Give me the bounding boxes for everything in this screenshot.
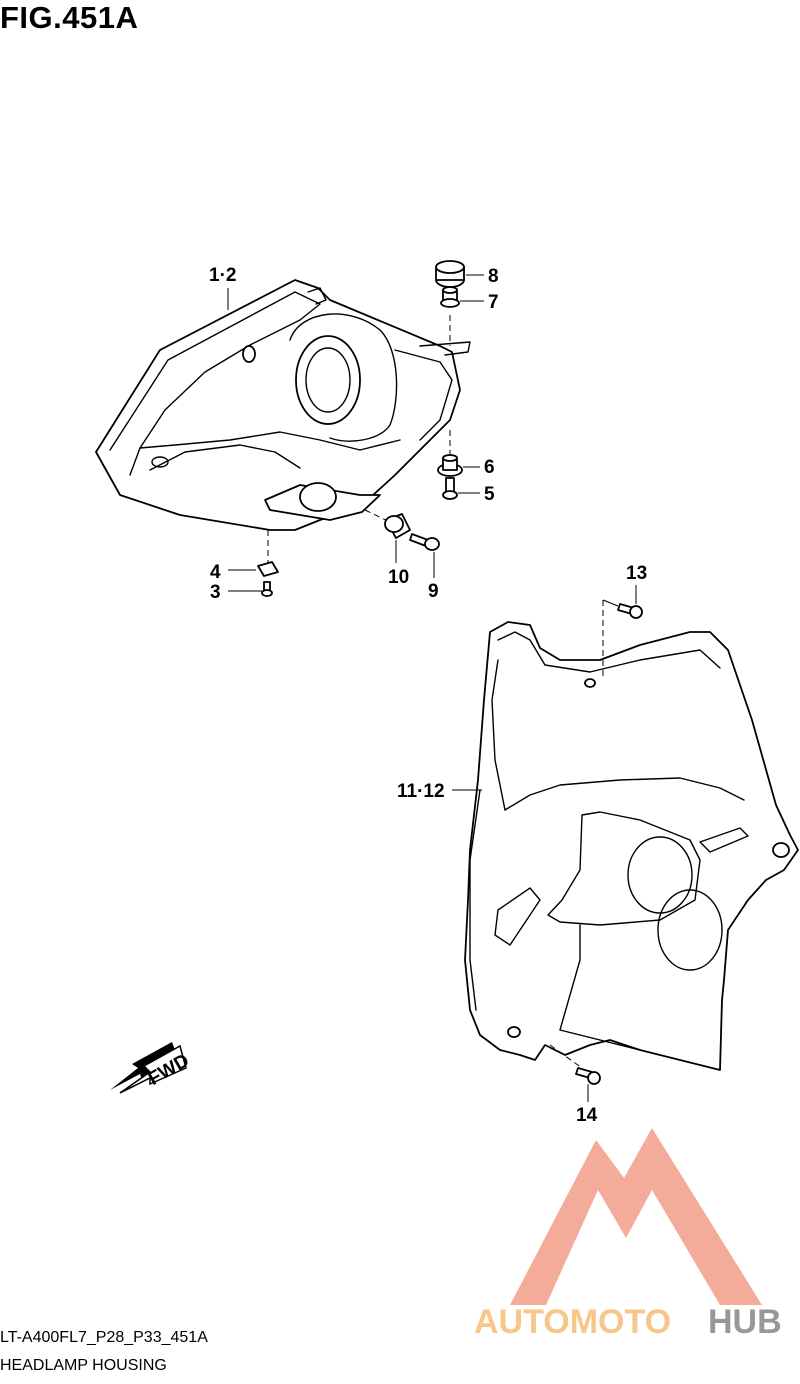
- part-13-bolt: [617, 603, 643, 619]
- callout-10: 10: [388, 567, 409, 588]
- footer-figure-code: LT-A400FL7_P28_P33_451A: [0, 1329, 208, 1346]
- watermark-text-hub: HUB: [708, 1303, 782, 1341]
- lamp-opening-inner: [305, 347, 351, 413]
- inner-cover-bottom-fold: [559, 924, 641, 1051]
- callout-5: 5: [484, 484, 495, 505]
- housing-hole-left: [242, 345, 256, 363]
- housing-inner-edge: [139, 431, 401, 451]
- fwd-arrow-outline: [119, 1044, 187, 1094]
- part-6-nut: [437, 454, 463, 477]
- housing-side-panel: [394, 349, 453, 441]
- hardware-parts: [257, 260, 643, 1085]
- callout-13: 13: [626, 563, 647, 584]
- part-9-bolt: [409, 533, 440, 551]
- inner-cover-lower-cutout: [657, 889, 723, 971]
- callout-14: 14: [576, 1105, 598, 1126]
- headlamp-housing-upper: [95, 279, 471, 565]
- watermark-text-automoto: AUTOMOTO: [474, 1303, 671, 1341]
- grommet-boss: [299, 482, 337, 512]
- inner-cover-edge-detail: [469, 789, 481, 1011]
- footer-figure-name: HEADLAMP HOUSING: [0, 1357, 167, 1374]
- leader-14: [549, 1044, 583, 1069]
- housing-slot: [151, 456, 169, 468]
- housing-rim: [109, 291, 321, 476]
- fwd-arrow: FWD: [110, 1042, 193, 1094]
- inner-cover-tab-left: [494, 887, 541, 946]
- inner-cover-recess: [547, 811, 701, 926]
- callout-labels: 1·2 8 7 6 5 4 3 10 9 13 11·12 14: [209, 265, 647, 1126]
- housing-bracket-front: [149, 444, 301, 471]
- part-14-bolt: [575, 1067, 601, 1085]
- part-4-clip-nut: [257, 561, 279, 577]
- part-5-bolt: [442, 477, 458, 500]
- inner-cover-hole-right: [772, 842, 790, 858]
- housing-outline: [95, 279, 461, 531]
- callout-8: 8: [488, 266, 499, 287]
- callout-3: 3: [210, 582, 221, 603]
- inner-cover-mid-ledge: [504, 777, 745, 811]
- part-7-collar: [440, 286, 460, 308]
- callout-4: 4: [210, 562, 221, 583]
- inner-cover-tab-right: [699, 827, 749, 853]
- lamp-barrel: [289, 313, 398, 442]
- callout-1-2: 1·2: [209, 265, 236, 286]
- callout-9: 9: [428, 581, 439, 602]
- inner-cover-hole-top: [584, 678, 596, 688]
- callout-7: 7: [488, 292, 499, 313]
- leader-13-tip: [602, 599, 619, 607]
- mount-bracket-right: [419, 341, 471, 356]
- inner-cover-panel: [464, 599, 799, 1071]
- inner-cover-vertical-left: [491, 659, 506, 811]
- inner-cover-round-cutout: [627, 836, 693, 914]
- part-10-grommet: [384, 513, 411, 539]
- part-3-screw: [261, 581, 273, 597]
- watermark-inner-cut: [600, 1240, 674, 1305]
- inner-cover-outline: [464, 621, 799, 1071]
- callout-6: 6: [484, 457, 495, 478]
- inner-cover-upper-rim: [497, 631, 721, 673]
- figure-title: FIG.451A: [0, 0, 139, 35]
- watermark-mountain-shape: [510, 1128, 762, 1305]
- part-8-grommet: [435, 260, 465, 288]
- watermark-logo: AUTOMOTO HUB: [474, 1128, 782, 1341]
- inner-cover-hole-bottom: [507, 1026, 521, 1038]
- callout-11-12: 11·12: [397, 781, 445, 802]
- housing-tab-top: [307, 287, 327, 305]
